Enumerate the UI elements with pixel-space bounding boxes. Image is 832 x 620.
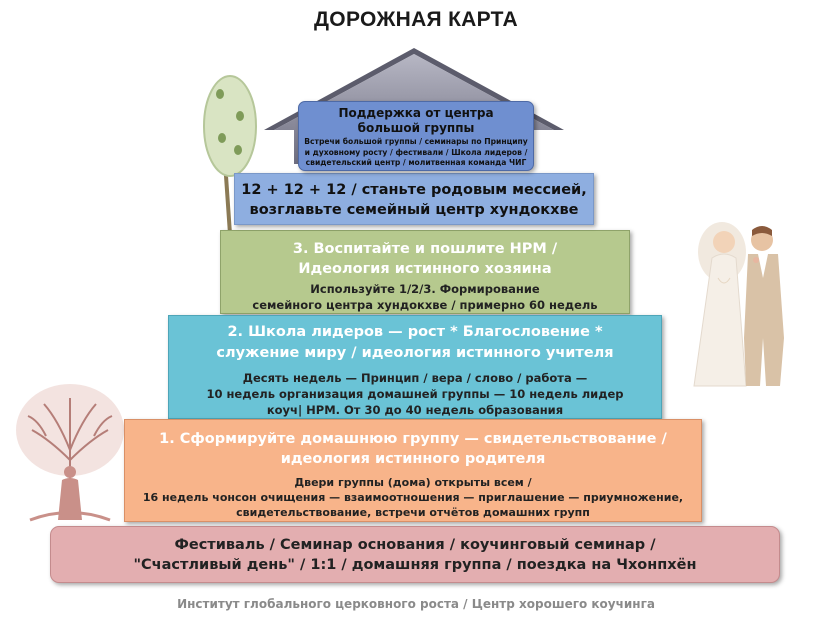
tree-with-fruits-icon (203, 75, 257, 235)
level-5-heading: 12 + 12 + 12 / станьте родовым мессией, … (241, 182, 587, 218)
support-center-box: Поддержка от центра большой группы Встре… (298, 101, 534, 171)
level-2-box: 1. Сформируйте домашнюю группу — свидете… (124, 419, 702, 522)
level-3-box: 2. Школа лидеров — рост * Благословение … (168, 315, 662, 419)
wedding-couple-icon (693, 222, 784, 387)
page-title: ДОРОЖНАЯ КАРТА (314, 8, 518, 31)
tree-of-life-woman-icon (16, 384, 124, 522)
level-2-details: Двери группы (дома) открыты всем / 16 не… (142, 476, 684, 519)
level-1-heading: Фестиваль / Семинар основания / коучинго… (133, 537, 697, 573)
level-3-heading: 2. Школа лидеров — рост * Благословение … (216, 324, 614, 361)
level-1-box: Фестиваль / Семинар основания / коучинго… (50, 526, 780, 583)
level-4-heading: 3. Воспитайте и пошлите НРМ / Идеология … (292, 241, 558, 277)
support-center-heading: Поддержка от центра большой группы (338, 106, 494, 135)
level-2-heading: 1. Сформируйте домашнюю группу — свидете… (159, 431, 667, 467)
level-4-box: 3. Воспитайте и пошлите НРМ / Идеология … (220, 230, 630, 314)
level-4-details: Используйте 1/2/3. Формирование семейног… (252, 282, 598, 312)
footer-credit: Институт глобального церковного роста / … (177, 597, 655, 611)
level-5-box: 12 + 12 + 12 / станьте родовым мессией, … (234, 173, 594, 225)
support-center-details: Встречи большой группы / семинары по При… (304, 137, 528, 167)
level-3-details: Десять недель — Принцип / вера / слово /… (206, 371, 624, 417)
